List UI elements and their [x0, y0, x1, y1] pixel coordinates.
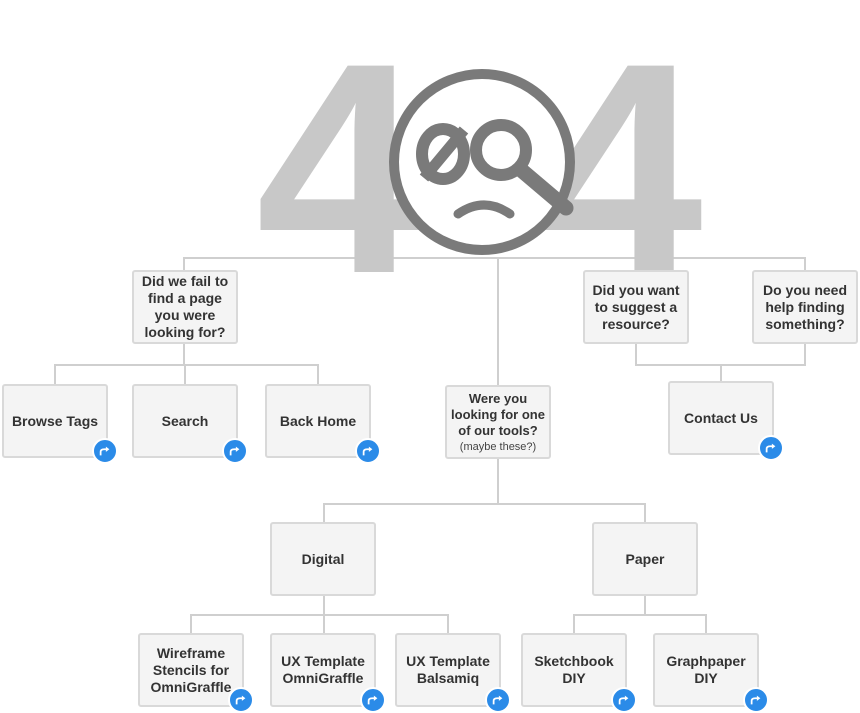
- node-label: Did you want to suggest a resource?: [592, 281, 680, 332]
- browse-tags-button[interactable]: Browse Tags: [2, 384, 118, 464]
- connector-line: [54, 364, 319, 385]
- share-arrow-icon[interactable]: [743, 687, 769, 713]
- node-label: Digital: [301, 550, 345, 567]
- back-home-button[interactable]: Back Home: [265, 384, 381, 464]
- share-arrow-icon[interactable]: [222, 438, 248, 464]
- sad-magnifier-icon: [389, 69, 575, 255]
- node-label: Were you looking for one of our tools?: [451, 390, 545, 438]
- sketchbook-diy-button[interactable]: Sketchbook DIY: [521, 633, 637, 713]
- node-label: Do you need help finding something?: [762, 281, 847, 332]
- node-label: Contact Us: [684, 409, 758, 426]
- connector-line: [183, 257, 806, 270]
- wireframe-stencils-button[interactable]: Wireframe Stencils for OmniGraffle: [138, 633, 254, 713]
- share-arrow-icon[interactable]: [758, 435, 784, 461]
- share-arrow-icon[interactable]: [228, 687, 254, 713]
- node-label: Browse Tags: [11, 412, 99, 429]
- node-label: Wireframe Stencils for OmniGraffle: [150, 644, 232, 695]
- share-arrow-icon[interactable]: [92, 438, 118, 464]
- node-help-finding: Do you need help finding something?: [752, 270, 858, 344]
- ux-template-omnigraffle-button[interactable]: UX Template OmniGraffle: [270, 633, 386, 713]
- graphpaper-diy-button[interactable]: Graphpaper DIY: [653, 633, 769, 713]
- connector-line: [635, 344, 806, 366]
- node-label: Search: [161, 412, 209, 429]
- node-digital: Digital: [270, 522, 376, 596]
- share-arrow-icon[interactable]: [360, 687, 386, 713]
- connector-line: [190, 614, 449, 634]
- contact-us-button[interactable]: Contact Us: [668, 381, 784, 461]
- node-label: Back Home: [279, 412, 357, 429]
- node-label: Sketchbook DIY: [534, 653, 614, 686]
- share-arrow-icon[interactable]: [611, 687, 637, 713]
- node-looking-for-tools: Were you looking for one of our tools? (…: [445, 385, 551, 459]
- share-arrow-icon[interactable]: [485, 687, 511, 713]
- node-label: Did we fail to find a page you were look…: [141, 273, 229, 340]
- node-label: Graphpaper DIY: [666, 653, 746, 686]
- search-button[interactable]: Search: [132, 384, 248, 464]
- node-label: UX Template Balsamiq: [406, 653, 490, 686]
- node-paper: Paper: [592, 522, 698, 596]
- connector-line: [573, 614, 707, 634]
- node-sublabel: (maybe these?): [459, 440, 537, 453]
- ux-template-balsamiq-button[interactable]: UX Template Balsamiq: [395, 633, 511, 713]
- node-label: UX Template OmniGraffle: [281, 653, 365, 686]
- node-label: Paper: [625, 550, 665, 567]
- share-arrow-icon[interactable]: [355, 438, 381, 464]
- connector-line: [323, 503, 646, 523]
- node-fail-to-find: Did we fail to find a page you were look…: [132, 270, 238, 344]
- node-suggest-resource: Did you want to suggest a resource?: [583, 270, 689, 344]
